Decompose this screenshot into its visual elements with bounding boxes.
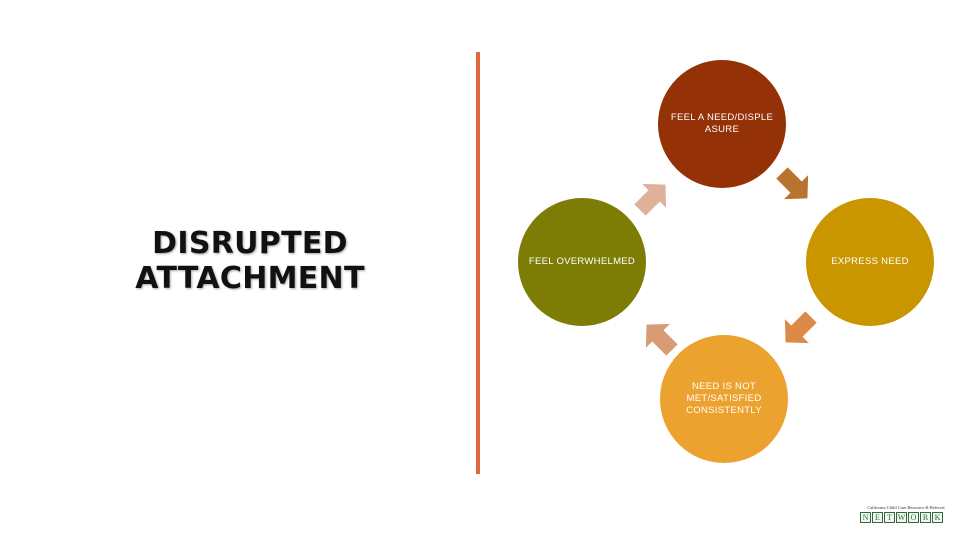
arrow-shape [645,323,678,356]
cycle-node-feel-need: FEEL A NEED/DISPLEASURE [658,60,786,188]
cycle-node-label: NEED IS NOT MET/SATISFIED CONSISTENTLY [686,381,762,416]
cycle-node-express-need: EXPRESS NEED [806,198,934,326]
arrow-shape [776,167,809,200]
cycle-node-label: EXPRESS NEED [831,256,909,267]
logo-letter: W [896,512,907,523]
slide-title: DISRUPTED ATTACHMENT [120,226,380,296]
slide-title-line-1: DISRUPTED [152,226,348,261]
logo-letter: K [932,512,943,523]
logo-caption: California Child Care Resource & Referra… [867,505,945,510]
arrow-down-right-icon [771,162,817,208]
logo-letter: E [872,512,883,523]
logo-letter: R [920,512,931,523]
logo-letter: T [884,512,895,523]
arrow-shape [634,183,667,216]
arrow-down-left-icon [776,306,822,352]
cycle-node-feel-overwhelmed: FEEL OVERWHELMED [518,198,646,326]
network-logo: California Child Care Resource & Referra… [858,505,954,525]
logo-letter: N [860,512,871,523]
logo-letter-tiles: N E T W O R K [860,512,943,523]
arrow-shape [784,311,817,344]
logo-letter: O [908,512,919,523]
cycle-node-need-not-met: NEED IS NOT MET/SATISFIED CONSISTENTLY [660,335,788,463]
cycle-node-label: FEEL OVERWHELMED [528,256,636,267]
arrow-up-right-icon [629,175,675,221]
slide-title-line-2: ATTACHMENT [135,261,365,296]
cycle-node-label: FEEL A NEED/DISPLEASURE [670,112,774,135]
vertical-divider [476,52,480,474]
arrow-up-left-icon [637,315,683,361]
